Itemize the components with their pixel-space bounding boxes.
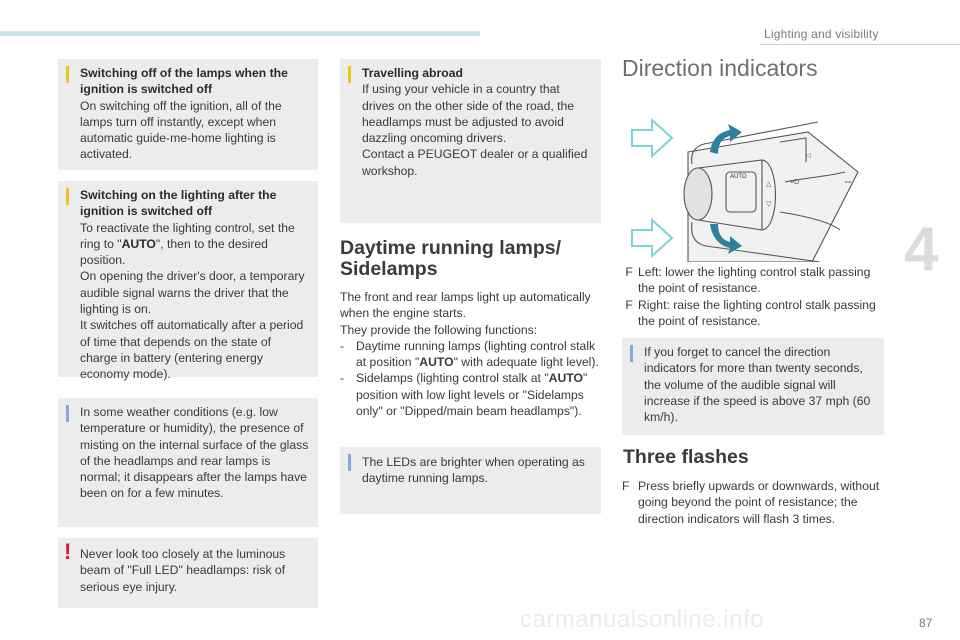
info-marker-icon bbox=[66, 188, 69, 205]
svg-text:⊶: ⊶ bbox=[845, 180, 851, 186]
info-box-body: On switching off the ignition, all of th… bbox=[80, 98, 282, 162]
info-box-switching-off: Switching off of the lamps when the igni… bbox=[58, 59, 318, 170]
warning-box-eye-injury: ! Never look too closely at the luminous… bbox=[58, 538, 318, 608]
heading-three-flashes: Three flashes bbox=[623, 446, 749, 468]
info-marker-icon bbox=[66, 405, 69, 422]
info-box-body: In some weather conditions (e.g. low tem… bbox=[80, 405, 309, 501]
svg-text:AUTO: AUTO bbox=[730, 174, 747, 180]
info-box-switching-on: Switching on the lighting after the igni… bbox=[58, 181, 318, 381]
svg-text:◁: ◁ bbox=[806, 153, 811, 159]
upward-rotation-arrow-icon bbox=[710, 124, 742, 154]
info-box-title: Switching off of the lamps when the igni… bbox=[80, 66, 288, 97]
svg-text:△: △ bbox=[766, 181, 772, 188]
info-box-title: Switching on the lighting after the igni… bbox=[80, 188, 277, 219]
header-accent-bar bbox=[0, 31, 480, 36]
heading-daytime-running-lamps: Daytime running lamps/ Sidelamps bbox=[340, 237, 562, 280]
stalk-icon: AUTO ◁ △ ▽ ≡D ⊶ bbox=[683, 121, 859, 262]
drl-intro-1: The front and rear lamps light up automa… bbox=[340, 290, 591, 321]
list-item: -Daytime running lamps (lighting control… bbox=[340, 338, 599, 370]
info-box-body-1: To reactivate the lighting control, set … bbox=[80, 220, 295, 268]
downward-rotation-arrow-icon bbox=[710, 224, 742, 254]
info-box-forget-cancel: If you forget to cancel the direction in… bbox=[622, 338, 884, 435]
info-box-body-2: Contact a PEUGEOT dealer or a qualified … bbox=[362, 147, 588, 178]
info-marker-icon bbox=[630, 345, 633, 362]
info-box-title: Travelling abroad bbox=[362, 66, 463, 80]
section-title: Lighting and visibility bbox=[764, 27, 879, 41]
drl-intro-2: They provide the following functions: bbox=[340, 322, 538, 337]
svg-text:▽: ▽ bbox=[766, 201, 772, 208]
info-marker-icon bbox=[66, 66, 69, 83]
info-box-body-3: It switches off automatically after a pe… bbox=[80, 318, 304, 382]
info-box-body: If you forget to cancel the direction in… bbox=[644, 345, 871, 425]
header-divider bbox=[760, 44, 960, 45]
drl-description: The front and rear lamps light up automa… bbox=[340, 289, 602, 419]
svg-text:≡D: ≡D bbox=[790, 179, 799, 186]
info-marker-icon bbox=[348, 66, 351, 83]
right-arrow-icon bbox=[631, 117, 674, 159]
info-marker-icon bbox=[348, 454, 351, 471]
page-number: 87 bbox=[919, 616, 933, 630]
watermark: carmanualsonline.info bbox=[520, 606, 764, 633]
info-box-body: The LEDs are brighter when operating as … bbox=[362, 455, 585, 486]
warning-icon: ! bbox=[64, 539, 72, 564]
chapter-number: 4 bbox=[904, 215, 939, 284]
info-box-led: The LEDs are brighter when operating as … bbox=[340, 447, 601, 514]
lighting-stalk-illustration: AUTO ◁ △ ▽ ≡D ⊶ bbox=[631, 117, 859, 262]
list-item: -Sidelamps (lighting control stalk at "A… bbox=[340, 371, 588, 419]
info-box-travelling-abroad: Travelling abroad If using your vehicle … bbox=[340, 59, 601, 223]
info-box-body-1: If using your vehicle in a country that … bbox=[362, 82, 575, 146]
warning-box-body: Never look too closely at the luminous b… bbox=[80, 547, 286, 594]
left-arrow-icon bbox=[631, 217, 674, 259]
info-box-weather: In some weather conditions (e.g. low tem… bbox=[58, 398, 318, 527]
heading-direction-indicators: Direction indicators bbox=[622, 55, 818, 81]
info-box-body-2: On opening the driver's door, a temporar… bbox=[80, 269, 305, 317]
